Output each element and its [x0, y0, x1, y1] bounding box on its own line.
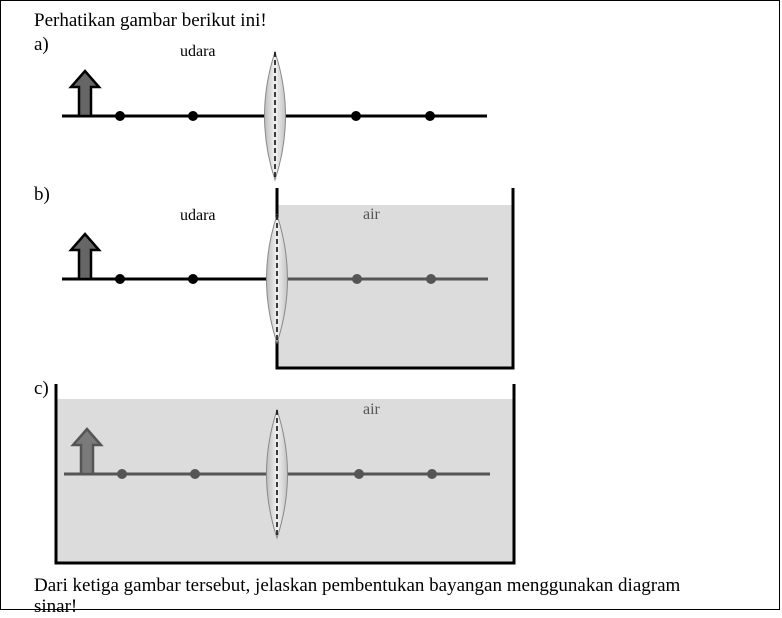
focal-point-2f-right — [426, 274, 436, 284]
object-arrow — [70, 427, 104, 476]
focal-point-f-left — [190, 469, 200, 479]
focal-point-2f-right — [427, 469, 437, 479]
instruction-text: Perhatikan gambar berikut ini! — [34, 10, 267, 31]
panel-a-diagram: udara — [62, 43, 487, 182]
focal-point-2f-left — [117, 469, 127, 479]
panel-b-label: b) — [34, 184, 50, 205]
focal-point-f-right — [354, 469, 364, 479]
water-region — [277, 205, 513, 368]
panel-c-label: c) — [34, 378, 49, 399]
panel-c-diagram: air — [54, 384, 516, 565]
focal-point-f-right — [352, 274, 362, 284]
focal-point-f-right — [351, 111, 361, 121]
panel-c-medium-right: air — [363, 401, 381, 418]
object-arrow — [68, 232, 102, 281]
focal-point-f-left — [188, 274, 198, 284]
panel-b-diagram: udara air — [62, 188, 515, 370]
object-arrow — [68, 69, 102, 118]
panel-a-label: a) — [34, 34, 49, 55]
panel-b-medium-left: udara — [180, 207, 216, 224]
focal-point-2f-left — [115, 111, 125, 121]
focal-point-f-left — [188, 111, 198, 121]
panel-a-medium-left: udara — [180, 43, 216, 60]
focal-point-2f-left — [115, 274, 125, 284]
focal-point-2f-right — [425, 111, 435, 121]
water-container — [54, 384, 516, 565]
panel-b-medium-right: air — [363, 206, 381, 223]
question-line-1: Dari ketiga gambar tersebut, jelaskan pe… — [34, 575, 681, 596]
